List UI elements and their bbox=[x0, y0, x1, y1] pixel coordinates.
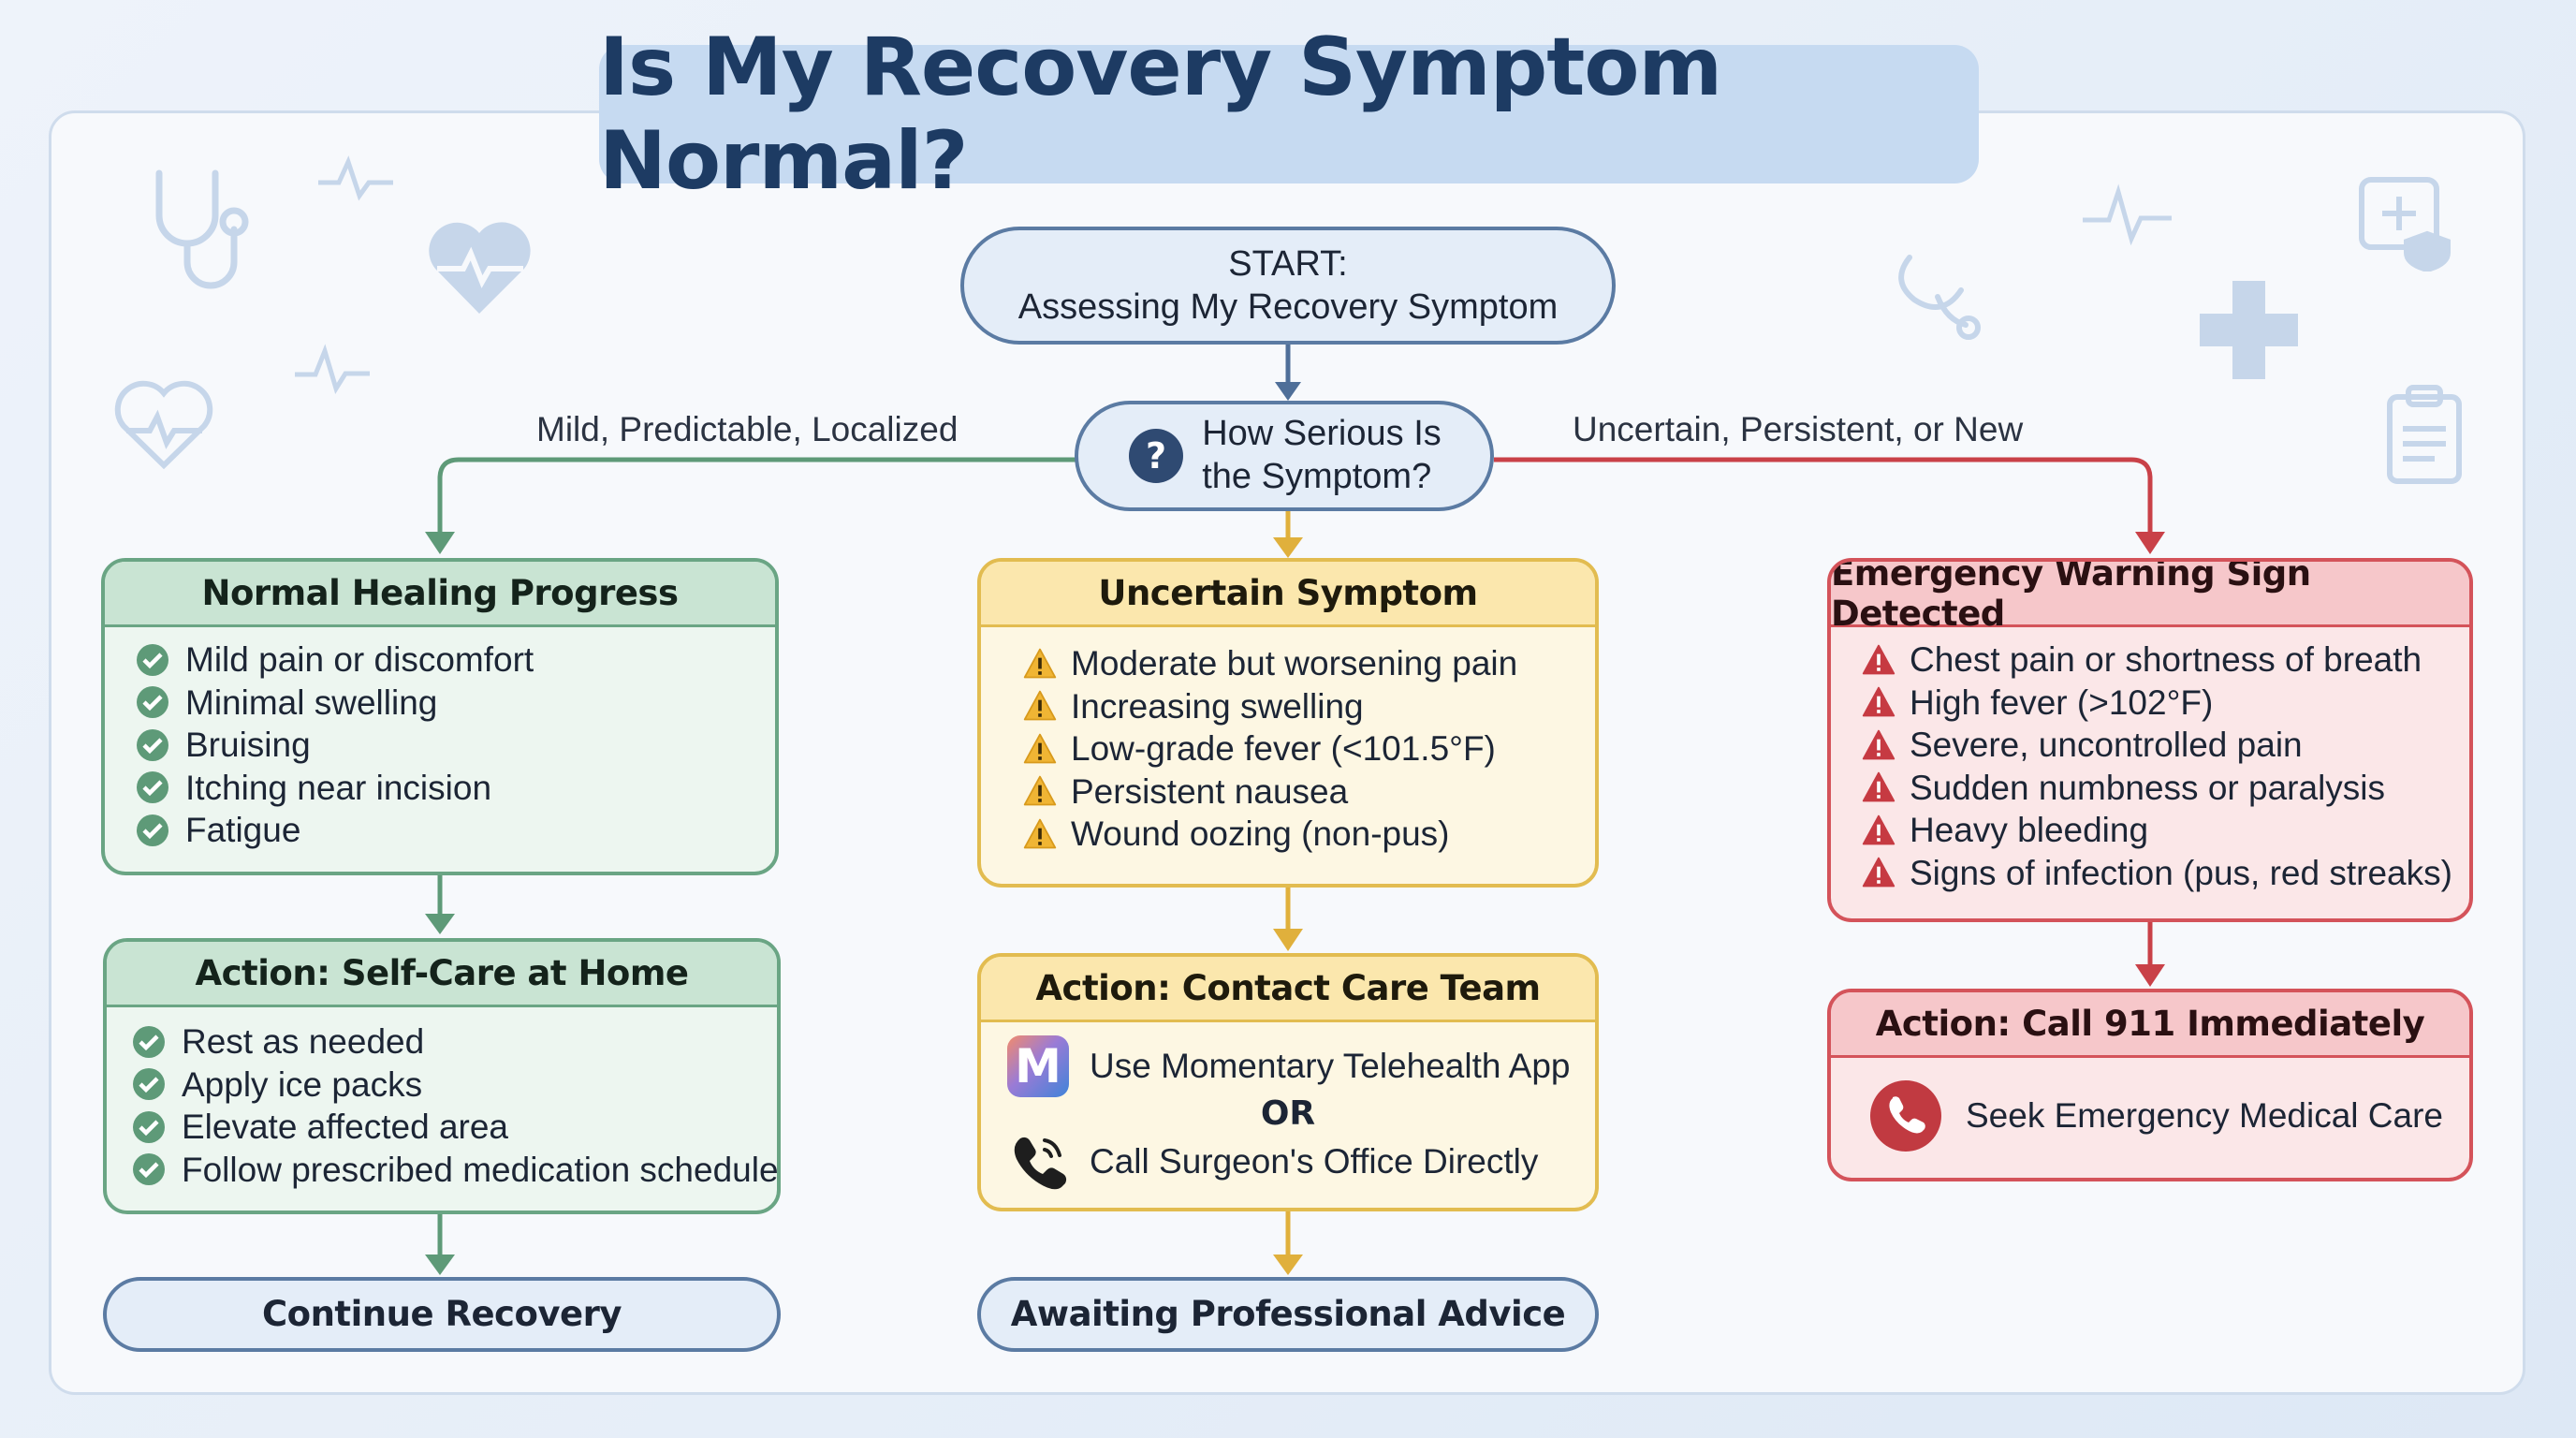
list-item: Itching near incision bbox=[133, 767, 747, 810]
telehealth-app-option: M Use Momentary Telehealth App bbox=[1007, 1035, 1595, 1097]
list-item: Minimal swelling bbox=[133, 682, 747, 725]
warning-icon bbox=[1023, 775, 1057, 806]
warning-icon bbox=[1862, 814, 1895, 845]
telehealth-app-text: Use Momentary Telehealth App bbox=[1090, 1047, 1571, 1085]
decision-line2: the Symptom? bbox=[1202, 457, 1432, 496]
list-item: Severe, uncontrolled pain bbox=[1861, 724, 2441, 767]
warning-icon bbox=[1023, 648, 1057, 679]
pulse-line-icon bbox=[295, 344, 370, 395]
uncertain-symptom-title: Uncertain Symptom bbox=[981, 562, 1595, 627]
arrow-decision-to-emergency bbox=[1494, 457, 2153, 536]
check-circle-icon bbox=[133, 1068, 165, 1101]
list-item: Wound oozing (non-pus) bbox=[1022, 813, 1567, 856]
check-circle-icon bbox=[137, 643, 168, 676]
stethoscope-icon bbox=[155, 169, 249, 289]
check-circle-icon bbox=[133, 1153, 165, 1186]
list-item: Fatigue bbox=[133, 809, 747, 852]
medical-cross-icon bbox=[2200, 281, 2298, 379]
list-item: Persistent nausea bbox=[1022, 770, 1567, 814]
selfcare-list: Rest as needed Apply ice packs Elevate a… bbox=[107, 1007, 777, 1191]
list-item: Sudden numbness or paralysis bbox=[1861, 767, 2441, 810]
warning-icon bbox=[1862, 857, 1895, 888]
warning-icon bbox=[1023, 733, 1057, 764]
check-circle-icon bbox=[133, 1110, 165, 1143]
uncertain-symptom-box: Uncertain Symptom Moderate but worsening… bbox=[977, 558, 1599, 888]
continue-recovery-node: Continue Recovery bbox=[103, 1277, 781, 1352]
contact-options: M Use Momentary Telehealth App OR Call S… bbox=[981, 1022, 1595, 1193]
list-item: Heavy bleeding bbox=[1861, 809, 2441, 852]
check-circle-icon bbox=[133, 1025, 165, 1058]
list-item: Mild pain or discomfort bbox=[133, 638, 747, 682]
call-911-box: Action: Call 911 Immediately Seek Emerge… bbox=[1827, 989, 2473, 1181]
branch-label-mild: Mild, Predictable, Localized bbox=[536, 410, 959, 448]
seek-emergency-care: Seek Emergency Medical Care bbox=[1868, 1078, 2469, 1153]
normal-healing-list: Mild pain or discomfort Minimal swelling… bbox=[105, 627, 775, 852]
list-item: Signs of infection (pus, red streaks) bbox=[1861, 852, 2452, 895]
call-911-body: Seek Emergency Medical Care bbox=[1831, 1058, 2469, 1153]
seek-emergency-care-text: Seek Emergency Medical Care bbox=[1966, 1096, 2443, 1135]
branch-label-uncertain: Uncertain, Persistent, or New bbox=[1573, 410, 2024, 448]
awaiting-advice-label: Awaiting Professional Advice bbox=[1010, 1294, 1566, 1335]
start-line2: Assessing My Recovery Symptom bbox=[1017, 287, 1559, 327]
pulse-line-icon bbox=[318, 155, 393, 201]
page-title: Is My Recovery Symptom Normal? bbox=[599, 21, 1722, 208]
list-item: High fever (>102°F) bbox=[1861, 682, 2441, 725]
warning-icon bbox=[1862, 686, 1895, 717]
contact-care-team-title: Action: Contact Care Team bbox=[981, 957, 1595, 1022]
call-surgeon-text: Call Surgeon's Office Directly bbox=[1090, 1142, 1539, 1181]
warning-icon bbox=[1862, 771, 1895, 802]
clipboard-icon bbox=[2387, 385, 2462, 484]
phone-icon bbox=[1014, 1137, 1067, 1190]
phone-emergency-icon bbox=[1870, 1080, 1941, 1152]
decision-line1: How Serious Is bbox=[1202, 414, 1442, 454]
warning-icon bbox=[1023, 690, 1057, 721]
check-circle-icon bbox=[137, 814, 168, 846]
list-item: Bruising bbox=[133, 724, 747, 767]
list-item: Moderate but worsening pain bbox=[1022, 642, 1567, 685]
heart-outline-icon bbox=[114, 380, 213, 470]
list-item: Chest pain or shortness of breath bbox=[1861, 638, 2441, 682]
call-911-title: Action: Call 911 Immediately bbox=[1831, 992, 2469, 1058]
or-separator: OR bbox=[1260, 1094, 1316, 1133]
list-item: Increasing swelling bbox=[1022, 685, 1567, 728]
uncertain-symptom-list: Moderate but worsening pain Increasing s… bbox=[981, 627, 1595, 856]
selfcare-box: Action: Self-Care at Home Rest as needed… bbox=[103, 938, 781, 1214]
decision-node: ? How Serious Is the Symptom? bbox=[1075, 401, 1494, 511]
warning-icon bbox=[1862, 729, 1895, 760]
svg-text:?: ? bbox=[1146, 435, 1166, 477]
list-item: Elevate affected area bbox=[129, 1106, 749, 1149]
emergency-warning-title: Emergency Warning Sign Detected bbox=[1831, 562, 2469, 634]
selfcare-title: Action: Self-Care at Home bbox=[107, 942, 777, 1007]
contact-care-team-box: Action: Contact Care Team M Use Momentar… bbox=[977, 953, 1599, 1211]
heart-pulse-icon bbox=[429, 222, 531, 314]
list-item: Apply ice packs bbox=[129, 1064, 749, 1107]
warning-icon bbox=[1862, 644, 1895, 675]
medical-shield-icon bbox=[2359, 177, 2451, 271]
check-circle-icon bbox=[137, 728, 168, 761]
normal-healing-title: Normal Healing Progress bbox=[105, 562, 775, 627]
start-node: START: Assessing My Recovery Symptom bbox=[960, 227, 1616, 345]
stethoscope-icon bbox=[1898, 255, 1981, 340]
normal-healing-box: Normal Healing Progress Mild pain or dis… bbox=[101, 558, 779, 875]
continue-recovery-label: Continue Recovery bbox=[262, 1294, 622, 1335]
awaiting-advice-node: Awaiting Professional Advice bbox=[977, 1277, 1599, 1352]
list-item: Rest as needed bbox=[129, 1020, 749, 1064]
title-banner: Is My Recovery Symptom Normal? bbox=[599, 21, 1979, 208]
check-circle-icon bbox=[137, 686, 168, 719]
check-circle-icon bbox=[137, 771, 168, 804]
pulse-line-icon bbox=[2083, 183, 2172, 246]
list-item: Follow prescribed medication schedule bbox=[129, 1149, 777, 1192]
question-icon: ? bbox=[1129, 429, 1184, 483]
arrow-decision-to-normal bbox=[437, 457, 1078, 536]
emergency-warning-box: Emergency Warning Sign Detected Chest pa… bbox=[1827, 558, 2473, 922]
momentary-app-logo: M bbox=[1007, 1035, 1069, 1097]
start-line1: START: bbox=[1228, 243, 1348, 284]
emergency-warning-list: Chest pain or shortness of breath High f… bbox=[1831, 627, 2469, 894]
warning-icon bbox=[1023, 818, 1057, 849]
call-surgeon-option: Call Surgeon's Office Directly bbox=[1007, 1131, 1595, 1193]
list-item: Low-grade fever (<101.5°F) bbox=[1022, 727, 1567, 770]
